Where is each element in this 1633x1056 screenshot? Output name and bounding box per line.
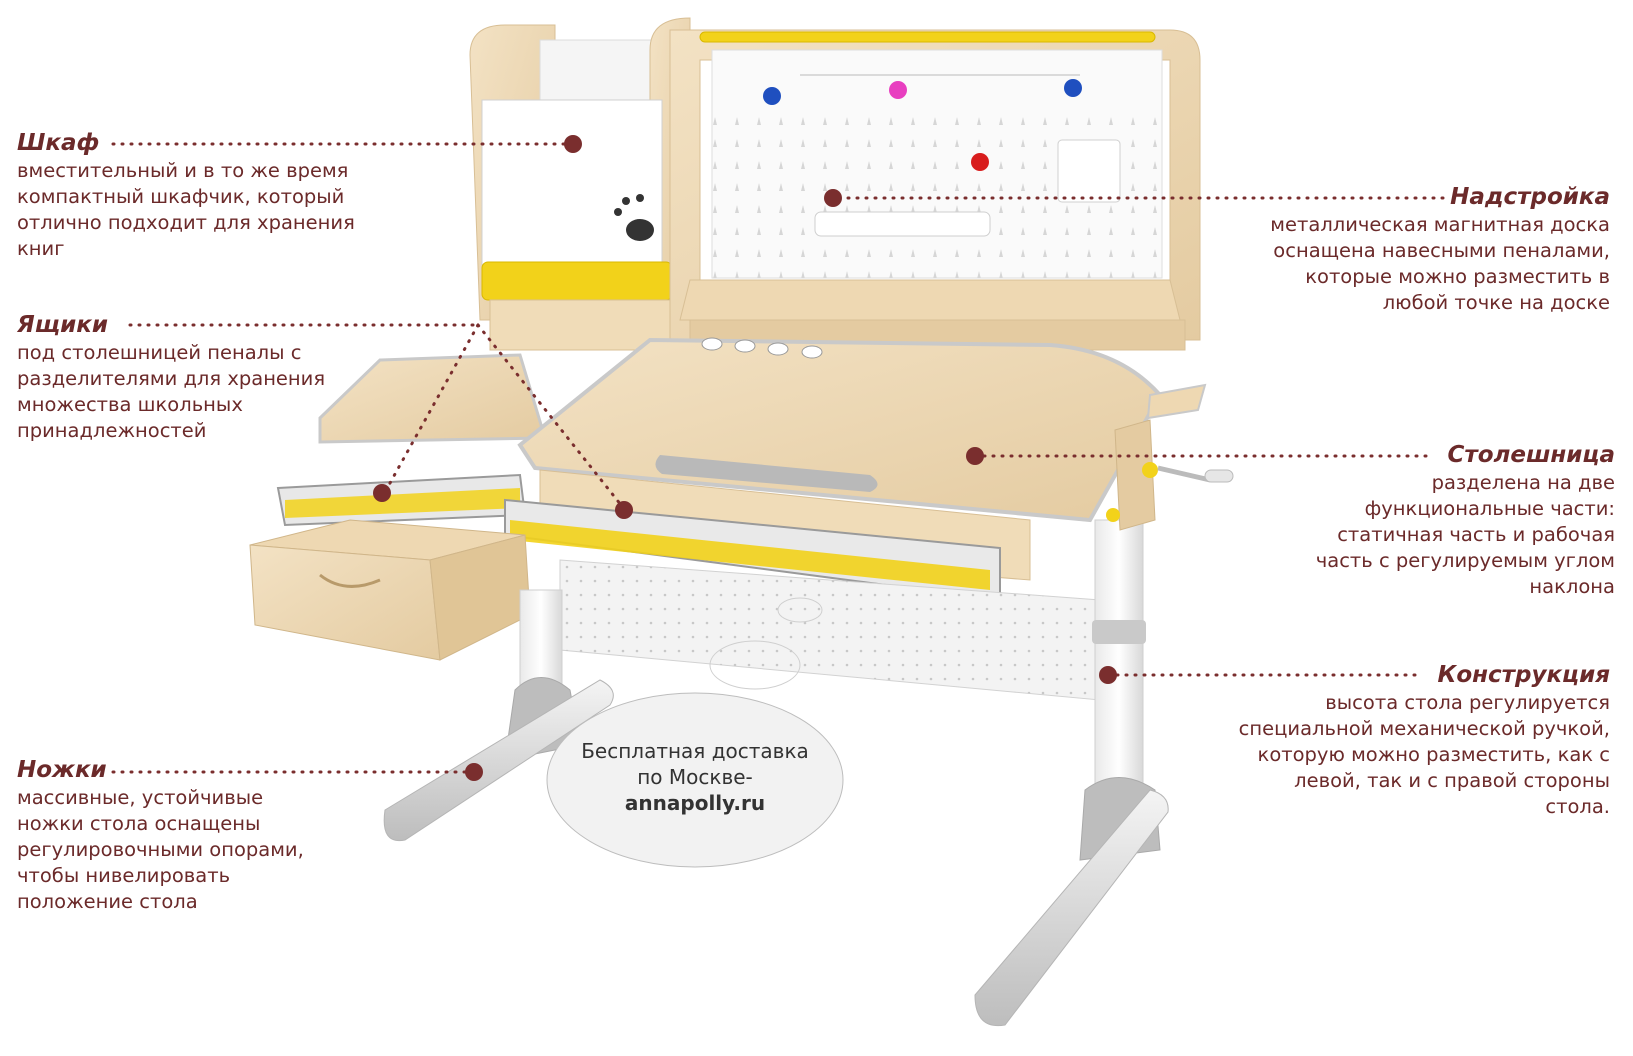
callout-stoleshnitsa: Столешница разделена на две функциональн… (1160, 440, 1615, 600)
callout-title: Столешница (1447, 442, 1615, 468)
desk-frame (383, 419, 1234, 1027)
callout-description: под столешницей пеналы с разделителями д… (17, 341, 326, 442)
callout-konstruktsiya: Конструкция высота стола регулируется сп… (1160, 660, 1610, 820)
callout-nadstroyka: Надстройка металлическая магнитная доска… (1160, 182, 1610, 316)
callout-description: высота стола регулируется специальной ме… (1238, 691, 1610, 818)
leader-lines (111, 142, 1449, 774)
callout-shkaf: Шкаф вместительный и в то же время компа… (17, 128, 437, 262)
callout-dot-nozhki (465, 763, 483, 781)
callout-yashchiki: Ящики под столешницей пеналы с разделите… (17, 310, 437, 444)
promo-line-2: по Москве- (637, 765, 753, 789)
drawers (249, 469, 1031, 661)
pen-cup (1057, 139, 1121, 203)
callout-description: металлическая магнитная доска оснащена н… (1270, 213, 1610, 314)
crank-knob-icon (1142, 462, 1158, 478)
magnet-blue-icon (1064, 79, 1082, 97)
desktop (318, 337, 1207, 523)
callout-dot-yashchiki-left (373, 484, 391, 502)
left-base (383, 679, 614, 842)
callout-description: разделена на две функциональные части: с… (1315, 471, 1615, 598)
callout-dot-nadstroyka (824, 189, 842, 207)
right-base (974, 789, 1169, 1027)
promo-line-1: Бесплатная доставка (581, 739, 809, 763)
callout-dot-stoleshnitsa (966, 447, 984, 465)
callout-dots (373, 135, 1117, 781)
callout-title: Конструкция (1437, 662, 1610, 688)
callout-title: Ящики (17, 312, 108, 338)
callout-description: массивные, устойчивые ножки стола оснаще… (17, 786, 304, 913)
magnet-pink-icon (889, 81, 907, 99)
callout-dot-konstruktsiya (1099, 666, 1117, 684)
promo-site-link[interactable]: annapolly.ru (624, 791, 766, 815)
crank-handle-icon (1204, 469, 1234, 483)
hutch (469, 17, 1201, 351)
cabinet-yellow-strip (481, 261, 673, 301)
yellow-rail (699, 31, 1156, 43)
callout-title: Ножки (17, 757, 107, 783)
paw-print-icon (614, 194, 654, 241)
magnet-red-icon (971, 153, 989, 171)
hanging-tray (814, 211, 991, 237)
callout-dot-yashchiki-center (615, 501, 633, 519)
magnet-blue-icon (763, 87, 781, 105)
callout-description: вместительный и в то же время компактный… (17, 159, 355, 260)
callout-title: Шкаф (17, 130, 100, 156)
promo-text: Бесплатная доставка по Москве- annapolly… (545, 738, 845, 816)
callout-title: Надстройка (1450, 184, 1610, 210)
callout-nozhki: Ножки массивные, устойчивые ножки стола … (17, 755, 437, 915)
promo-bubble (546, 692, 844, 868)
callout-dot-shkaf (564, 135, 582, 153)
